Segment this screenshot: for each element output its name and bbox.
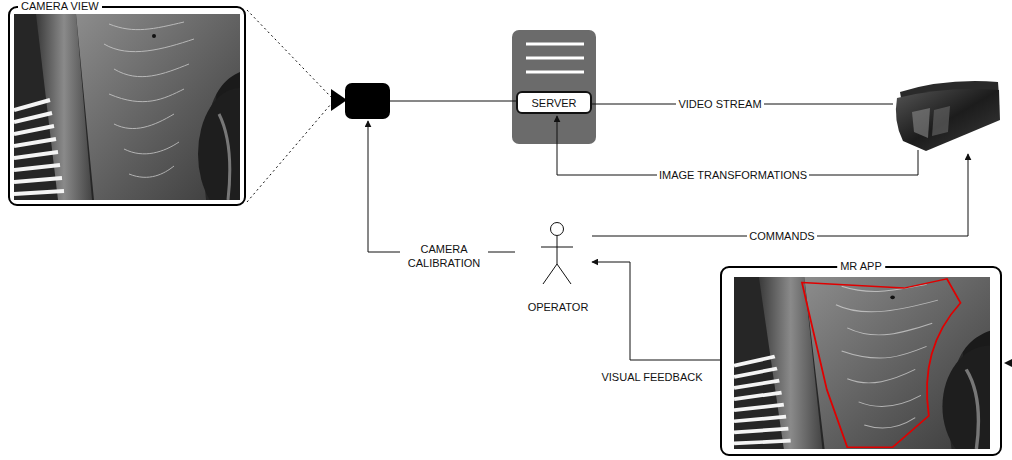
calibration-label: CAMERA CALIBRATION [400, 242, 488, 270]
stream-label: IMAGE TRANSFORMATIONS [657, 168, 809, 182]
calibration-line [368, 121, 515, 252]
rack-line [526, 57, 584, 60]
server-box: SERVER [516, 91, 592, 114]
camera-feed-line [390, 101, 516, 102]
view-line [247, 104, 331, 202]
camera-image [14, 14, 282, 220]
stream-label: VIDEO STREAM [676, 97, 763, 111]
mr-app-panel: MR APP [720, 266, 1002, 456]
commands-line [592, 154, 968, 236]
rack-line [526, 71, 584, 74]
panel-title: CAMERA VIEW [18, 0, 102, 13]
camera-lens [331, 89, 347, 111]
actor-label: OPERATOR [528, 300, 589, 314]
red-outline [802, 279, 961, 447]
view-line [247, 10, 331, 97]
feedback-connector [592, 262, 720, 360]
camera-body [345, 83, 390, 119]
panel-title: MR APP [837, 259, 885, 273]
mr-overlay [802, 279, 961, 447]
image-transformations-line [557, 116, 918, 175]
operator-actor: OPERATOR [526, 218, 590, 314]
command-label: COMMANDS [747, 229, 816, 243]
mr-app-image [734, 277, 1012, 460]
server-rack [512, 30, 596, 144]
camera-view-panel: CAMERA VIEW [8, 6, 246, 206]
box-label: SERVER [531, 96, 576, 110]
edge-label: VISUAL FEEDBACK [599, 370, 704, 384]
mr-headset [896, 81, 1000, 151]
operator-figure [541, 223, 573, 285]
mr-input-head [1004, 359, 1012, 367]
rack-line [526, 43, 584, 46]
